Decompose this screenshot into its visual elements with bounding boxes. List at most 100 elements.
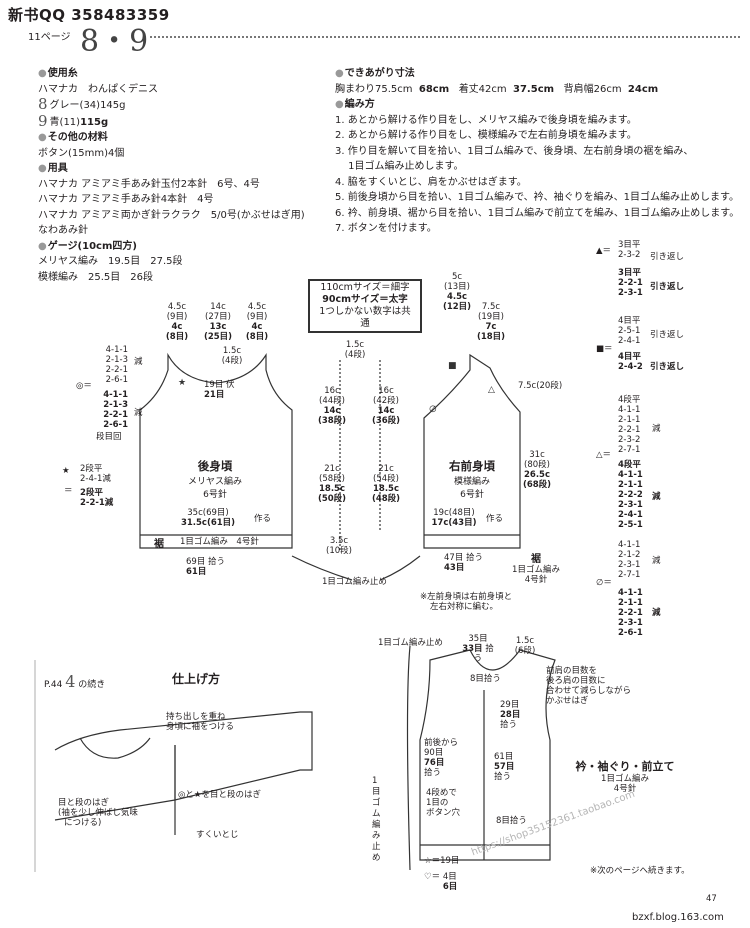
sq-label-bold: 引き返し (650, 362, 685, 372)
back-dec-label: 減 (134, 357, 143, 367)
back-dec-label-2: 減 (134, 408, 143, 418)
mid-col1-b: 21c(58段) 18.5c(50段) (317, 464, 347, 504)
rib-stop-label: 1目ゴム編み止め (322, 577, 387, 587)
tri2-label: 減 (652, 424, 661, 434)
tool-4: なわあみ針 (38, 225, 88, 236)
asm-shoulder-note: 前肩の目数を後ろ肩の目数に 合わせて減らしながらかぶせはぎ (546, 666, 632, 706)
howto-step: 1目ゴム編み止めします。 (335, 161, 464, 172)
howto-step: 7. ボタンを付けます。 (335, 223, 437, 234)
howto-step: 3. 作り目を解いて目を拾い、1目ゴム編みで、後身頃、左右前身頃の裾を編み、 (335, 145, 694, 157)
front-neck-v: 7.5c(20段) (518, 381, 563, 391)
front-note: ※左前身頃は右前身頃と左右対称に編む。 (420, 592, 513, 612)
back-rib: 1目ゴム編み 4号針 (180, 537, 259, 547)
front-side: 31c(80段) 26.5c(68段) (522, 450, 552, 490)
finished-dimensions: 胸まわり75.5cm 68cm 着丈42cm 37.5cm 背肩幅26cm 24… (335, 83, 659, 95)
front-width: 19c(48目)17c(43目) (431, 508, 477, 528)
howto-step: 6. 衿、前身頃、裾から目を拾い、1目ゴム編みで前立てを編み、1目ゴム編み止めし… (335, 207, 740, 219)
back-title-block: 後身頃 メリヤス編み 6号針 (187, 459, 242, 500)
tools-heading: 用具 (38, 161, 328, 177)
circle-symbol: ◎＝ (76, 381, 92, 391)
asm-vertical: 1目ゴム編み止め (372, 776, 381, 863)
gauge-heading: ゲージ(10cm四方) (38, 239, 328, 255)
back-hem: 裾 (154, 539, 164, 550)
front-top2: 7.5c(19目) 7c(18目) (476, 302, 506, 342)
phi-label-bold: 減 (652, 608, 661, 618)
finishing-hold: 持ち出しを重ね身頃に袖をつける (166, 712, 235, 732)
tool-2: ハマナカ アミアミ手あみ針4本針 4号 (38, 194, 214, 205)
asm-top-pick: 35目 33目 拾う (462, 634, 494, 664)
finishing-seam: すくいとじ (196, 830, 239, 840)
page-number: 47 (706, 894, 717, 904)
front-hem-block: 裾 1目ゴム編み 4号針 (512, 554, 560, 585)
finished-heading: できあがり寸法 (335, 66, 745, 82)
tool-1: ハマナカ アミアミ手あみ針玉付2本針 6号、4号 (38, 178, 260, 190)
tool-3: ハマナカ アミアミ両かぎ針ラクラク 5/0号(かぶせはぎ用) (38, 209, 305, 221)
mid-col2-a: 16c(42段) 14c(36段) (371, 386, 401, 426)
back-neck-depth: 1.5c(4段) (221, 346, 243, 366)
back-make: 作る (254, 514, 272, 524)
finished-section: できあがり寸法 胸まわり75.5cm 68cm 着丈42cm 37.5cm 背肩… (335, 66, 745, 237)
svg-text:★: ★ (178, 378, 186, 388)
tri1-sym: ▲＝ (596, 246, 612, 256)
front-title-block: 右前身頃 模様編み 6号針 (449, 459, 495, 500)
finishing-title: 仕上げ方 (172, 672, 221, 686)
asm-corner: 1.5c(6段) (514, 636, 536, 656)
tri2-sym: △＝ (596, 450, 612, 460)
mid-col1-a: 16c(44段) 14c(38段) (317, 386, 347, 426)
gauge-2: 模様編み 25.5目 26段 (38, 271, 153, 283)
back-top-left: 4.5c(9目) 4c(8目) (165, 302, 189, 342)
mid-col1-top: 1.5c(4段) (344, 340, 366, 360)
back-top-mid: 14c(27目) 13c(25目) (203, 302, 233, 342)
tri1-label: 引き返し (650, 252, 685, 262)
mid-col1-c: 3.5c(10段) (326, 536, 352, 556)
tri2-label-bold: 減 (652, 492, 661, 502)
star-symbol: ★ (62, 466, 70, 476)
pattern-numbers: 8・9 (80, 24, 149, 59)
back-top-right: 4.5c(9目) 4c(8目) (245, 302, 269, 342)
howto-step: 1. あとから解ける作り目をし、メリヤス編みで後身頃を編みます。 (335, 114, 637, 126)
svg-text:∅: ∅ (429, 405, 437, 415)
buttons-spec: ボタン(15mm)4個 (38, 147, 125, 159)
asm-pick8: 8目拾う (470, 674, 501, 684)
svg-text:△: △ (488, 385, 495, 395)
yarn-brand: ハマナカ わんぱくデニス (38, 83, 158, 95)
asm-rib-stop: 1目ゴム編み止め (378, 638, 443, 648)
svg-text:■: ■ (448, 361, 457, 371)
phi-label: 減 (652, 556, 661, 566)
howto-step: 4. 脇をすくいとじ、肩をかぶせはぎます。 (335, 176, 527, 188)
back-neck-center: 19目 伏 21目 (204, 380, 235, 400)
asm-pick8b: 8目拾う (496, 816, 527, 826)
gauge-1: メリヤス編み 19.5目 27.5段 (38, 256, 183, 267)
asm-star19: ☆＝19目 (424, 856, 460, 866)
asm-title-block: 衿・袖ぐり・前立て 1目ゴム編み 4号針 (575, 760, 675, 794)
site-footer: bzxf.blog.163.com (632, 912, 724, 923)
front-pick: 47目 拾う 43目 (444, 553, 484, 573)
header-divider (150, 36, 740, 38)
yarn-heading: 使用糸 (38, 66, 328, 82)
mid-col2-b: 21c(54段) 18.5c(48段) (371, 464, 401, 504)
next-page-note: ※次のページへ続きます。 (590, 866, 690, 876)
front-make: 作る (486, 514, 504, 524)
howto-heading: 編み方 (335, 97, 745, 113)
page-ref: 11ページ (28, 32, 71, 43)
howto-step: 5. 前後身頃から目を拾い、1目ゴム編みで、衿、袖ぐりを編み、1目ゴム編み止めし… (335, 192, 740, 203)
